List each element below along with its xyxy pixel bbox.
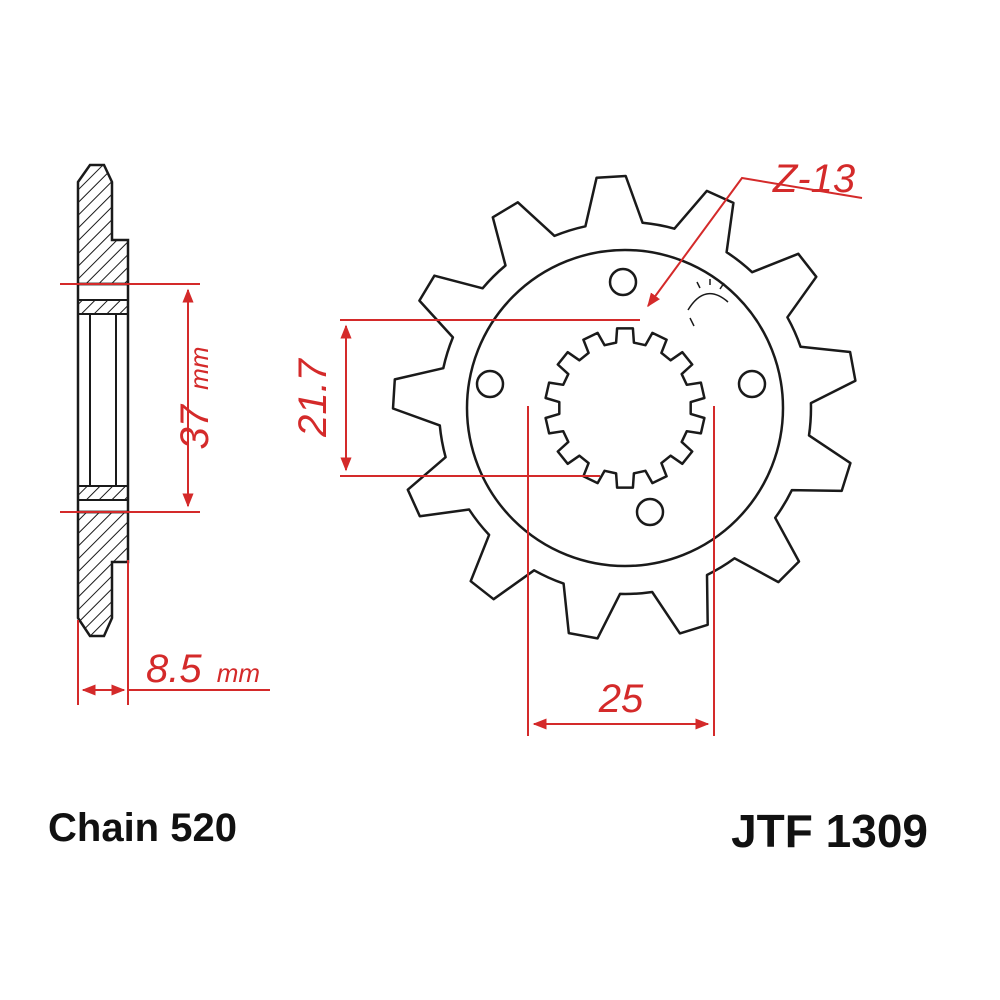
spline-width-label: 25 (598, 677, 644, 721)
thickness-label: 8.5 mm (146, 647, 260, 691)
sprocket-front-view (391, 174, 857, 640)
side-upper-section (76, 163, 130, 286)
spline-bore (544, 327, 706, 489)
side-lower-section (76, 510, 130, 638)
bolt-hole-1 (608, 267, 638, 297)
bolt-holes (475, 267, 767, 527)
thickness-unit: mm (217, 658, 260, 688)
side-bore (76, 282, 130, 514)
manufacturer-mark-icon (687, 279, 729, 327)
bore-diameter-value: 37 (173, 403, 217, 449)
part-number-label: JTF 1309 (731, 805, 928, 857)
teeth-count-label: Z-13 (772, 157, 855, 201)
bolt-hole-3 (737, 369, 767, 399)
bolt-hole-2 (475, 369, 505, 399)
front-dimensions (340, 176, 863, 736)
sprocket-side-profile (76, 163, 130, 638)
side-hub-band-bottom (77, 485, 129, 501)
pitch-circle (465, 248, 785, 568)
bolt-hole-4 (635, 497, 665, 527)
bore-diameter-unit: mm (184, 347, 214, 390)
side-hub-band-top (77, 299, 129, 315)
teeth-leader (647, 176, 863, 308)
chain-spec-label: Chain 520 (48, 806, 237, 850)
side-dimensions (60, 283, 270, 705)
spline-diameter-label: 21.7 (291, 357, 335, 438)
bore-diameter-label: 37 mm (173, 347, 217, 450)
thickness-value: 8.5 (146, 647, 202, 691)
